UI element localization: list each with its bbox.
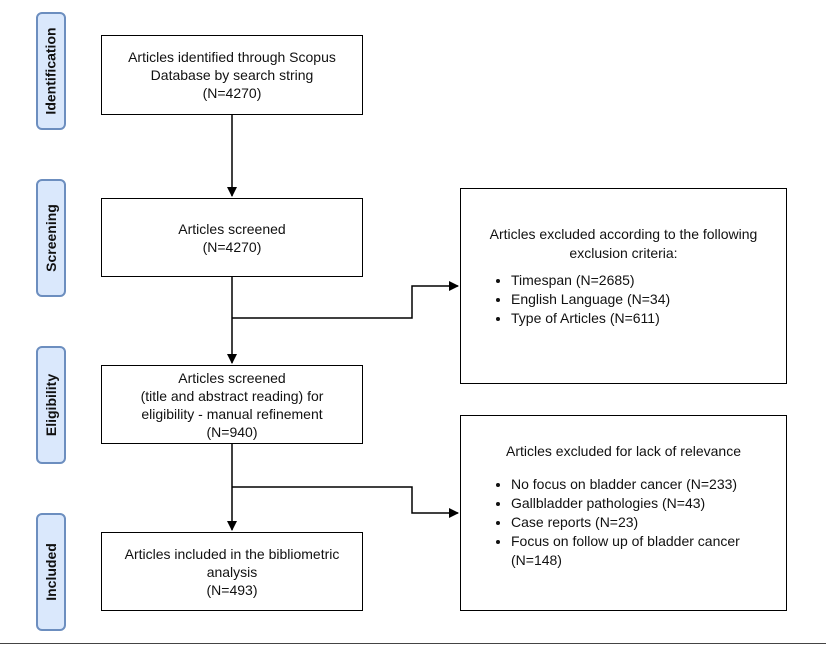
box-line: Articles screened <box>178 220 286 237</box>
box-line: eligibility - manual refinement <box>141 405 323 422</box>
list-item: Focus on follow up of bladder cancer (N=… <box>511 532 774 570</box>
stage-identification: Identification <box>36 12 66 130</box>
header-line: exclusion criteria: <box>569 245 678 261</box>
relevance-exclusion-list: No focus on bladder cancer (N=233) Gallb… <box>473 475 774 570</box>
box-count: (N=4270) <box>202 85 262 101</box>
arrow-to-exclusion-criteria <box>232 281 459 319</box>
relevance-exclusion-header: Articles excluded for lack of relevance <box>473 442 774 461</box>
list-item: No focus on bladder cancer (N=233) <box>511 475 774 494</box>
list-item: English Language (N=34) <box>511 290 774 309</box>
box-line: Articles screened <box>178 369 286 386</box>
box-line: Articles included in the bibliometric <box>124 545 340 562</box>
list-item: Gallbladder pathologies (N=43) <box>511 494 774 513</box>
included-box: Articles included in the bibliometric an… <box>101 532 363 611</box>
relevance-exclusion-box: Articles excluded for lack of relevance … <box>460 415 787 611</box>
box-count: (N=493) <box>206 581 258 598</box>
list-item: Type of Articles (N=611) <box>511 309 774 328</box>
box-line: Database by search string <box>150 67 314 83</box>
list-item: Case reports (N=23) <box>511 513 774 532</box>
box-count: (N=4270) <box>202 238 262 255</box>
box-line: Articles identified through Scopus <box>128 49 336 65</box>
box-line: (title and abstract reading) for <box>140 387 324 404</box>
screened-box: Articles screened (N=4270) <box>101 198 363 277</box>
exclusion-criteria-box: Articles excluded according to the follo… <box>460 188 787 384</box>
box-count: (N=940) <box>206 423 258 440</box>
stage-eligibility: Eligibility <box>36 346 66 464</box>
stage-included: Included <box>36 513 66 631</box>
eligibility-box: Articles screened (title and abstract re… <box>101 365 363 444</box>
bottom-divider <box>0 643 826 644</box>
box-line: analysis <box>206 563 258 580</box>
header-line: Articles excluded for lack of relevance <box>506 443 741 459</box>
exclusion-criteria-header: Articles excluded according to the follo… <box>473 225 774 263</box>
exclusion-criteria-list: Timespan (N=2685) English Language (N=34… <box>473 271 774 328</box>
arrow-to-relevance-exclusion <box>232 486 459 518</box>
header-line: Articles excluded according to the follo… <box>489 226 758 242</box>
identified-box: Articles identified through Scopus Datab… <box>101 35 363 115</box>
list-item: Timespan (N=2685) <box>511 271 774 290</box>
stage-screening: Screening <box>36 179 66 297</box>
